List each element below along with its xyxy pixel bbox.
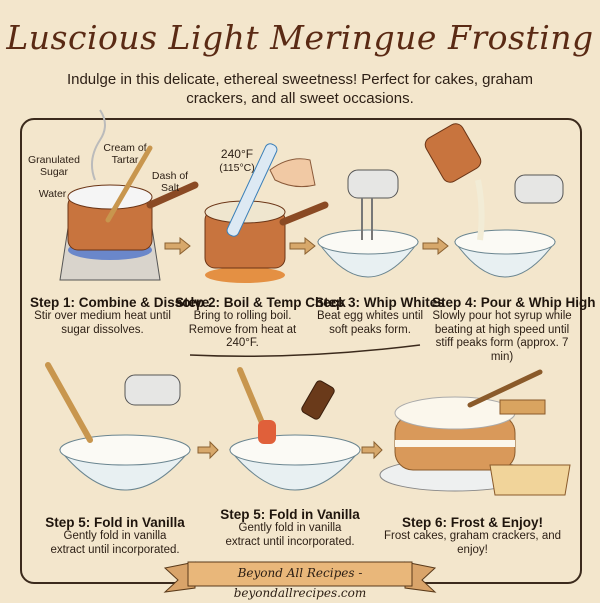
subtitle: Indulge in this delicate, ethereal sweet… [66, 71, 534, 107]
label-granulated-sugar: Granulated Sugar [28, 154, 80, 178]
step-5a: Step 5: Fold in Vanilla Gently fold in v… [45, 515, 185, 557]
fold-spatula-mixer-illustration [45, 362, 192, 491]
step-description: Stir over medium heat until sugar dissol… [34, 310, 171, 336]
step-heading: Step 3: Whip Whites [315, 295, 445, 310]
step-description: Gently fold in vanilla extract until inc… [225, 522, 355, 548]
footer-banner [163, 561, 437, 593]
page-title: Luscious Light Meringue Frosting [6, 18, 594, 57]
footer-credit: Beyond All Recipes - beyondallrecipes.co… [233, 566, 367, 600]
row-connector-arrow [189, 344, 421, 357]
step-heading: Step 1: Combine & Dissolve [30, 295, 210, 310]
step-heading: Step 4: Pour & Whip High [432, 295, 596, 310]
step-heading: Step 6: Frost & Enjoy! [401, 515, 543, 530]
arrows [164, 236, 449, 460]
boiling-pot-thermometer-illustration [204, 143, 329, 283]
step-5b: Step 5: Fold in Vanilla Gently fold in v… [220, 507, 360, 549]
pour-whip-illustration [424, 123, 564, 278]
label-temp-f: 240°F [220, 147, 254, 161]
step-heading: Step 2: Boil & Temp Check [175, 295, 346, 310]
step-4: Step 4: Pour & Whip High Slowly pour hot… [432, 295, 596, 364]
frosted-cake-illustration [379, 369, 571, 496]
step-1: Step 1: Combine & Dissolve Stir over med… [30, 295, 210, 337]
step-description: Frost cakes, graham crackers, and enjoy! [383, 530, 562, 556]
step-description: Bring to rolling boil. Remove from heat … [188, 310, 297, 349]
label-temp-c: (115°C) [219, 162, 255, 174]
step-heading: Step 5: Fold in Vanilla [45, 515, 185, 530]
step-6: Step 6: Frost & Enjoy! Frost cakes, grah… [375, 515, 570, 557]
step-heading: Step 5: Fold in Vanilla [220, 507, 360, 522]
step-description: Gently fold in vanilla extract until inc… [50, 530, 180, 556]
label-cream-of-tartar: Cream of Tartar [103, 142, 147, 166]
step-2: Step 2: Boil & Temp Check Bring to rolli… [175, 295, 346, 351]
step-description: Slowly pour hot syrup while beating at h… [432, 310, 572, 363]
step-description: Beat egg whites until soft peaks form. [316, 310, 424, 336]
label-dash-of-salt: Dash of Salt [151, 170, 189, 194]
fold-vanilla-illustration [228, 367, 362, 491]
step-3: Step 3: Whip Whites Beat egg whites unti… [315, 295, 445, 337]
stove-pot-illustration [59, 109, 199, 281]
bowl-mixer-illustration [317, 169, 419, 278]
label-water: Water [38, 188, 67, 200]
